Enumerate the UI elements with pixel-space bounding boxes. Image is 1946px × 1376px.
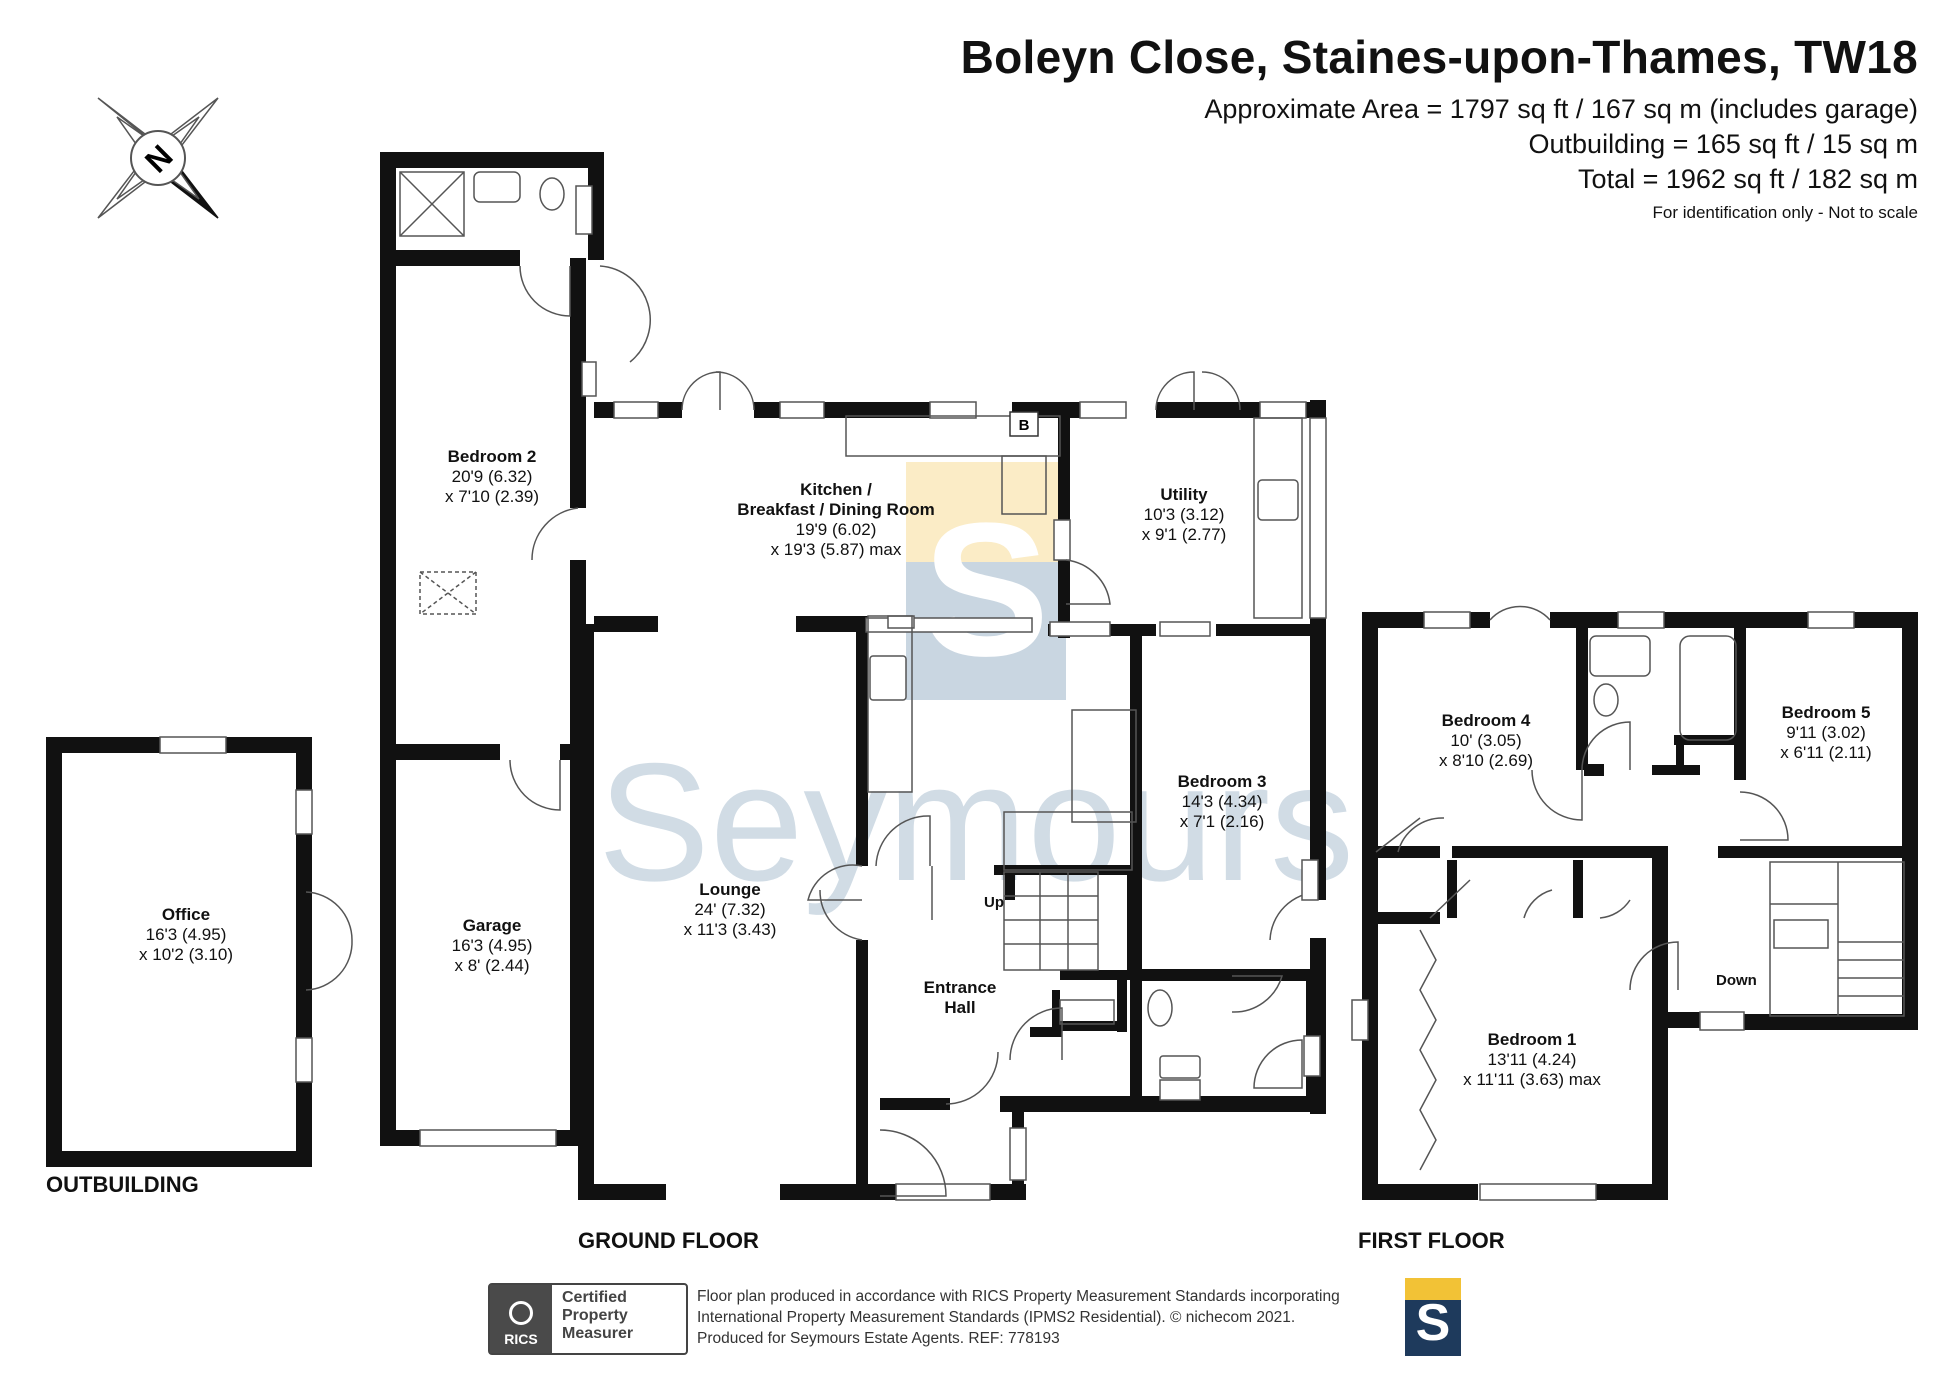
rics-logo-text: RICS (504, 1331, 538, 1347)
fixtures (159, 171, 1905, 1201)
room-name: Garage (462, 916, 522, 935)
room-lounge: Lounge 24' (7.32) x 11'3 (3.43) (684, 880, 777, 940)
total-area: Total = 1962 sq ft / 182 sq m (1578, 164, 1918, 194)
watermark-text: Seymours (598, 728, 1354, 916)
room-dim: 14'3 (4.34) (1181, 792, 1263, 811)
room-dim: x 8' (2.44) (454, 956, 530, 975)
room-name: Hall (944, 998, 976, 1017)
room-utility: Utility 10'3 (3.12) x 9'1 (2.77) (1142, 485, 1227, 545)
rics-badge: RICS Certified Property Measurer (488, 1283, 688, 1355)
outbuilding-area: Outbuilding = 165 sq ft / 15 sq m (1528, 129, 1918, 159)
room-dim: 9'11 (3.02) (1786, 723, 1866, 742)
room-dim: 19'9 (6.02) (795, 520, 877, 539)
footer-line: International Property Measurement Stand… (697, 1309, 1296, 1326)
room-bedroom-3: Bedroom 3 14'3 (4.34) x 7'1 (2.16) (1178, 772, 1267, 832)
room-dim: x 9'1 (2.77) (1141, 525, 1227, 544)
footer-text: Floor plan produced in accordance with R… (697, 1286, 1340, 1349)
room-name: Office (161, 905, 211, 924)
footer-line: Floor plan produced in accordance with R… (697, 1288, 1340, 1305)
rics-line: Measurer (562, 1325, 634, 1342)
walls (46, 152, 1918, 1200)
ground-floor-label: GROUND FLOOR (578, 1228, 759, 1253)
outbuilding-label: OUTBUILDING (46, 1172, 199, 1197)
room-name: Entrance (923, 978, 997, 997)
room-dim: 10'3 (3.12) (1143, 505, 1225, 524)
room-garage: Garage 16'3 (4.95) x 8' (2.44) (452, 916, 533, 976)
room-dim: x 7'10 (2.39) (445, 487, 539, 506)
page-title: Boleyn Close, Staines-upon-Thames, TW18 (960, 31, 1918, 83)
watermark-letter: S (923, 484, 1050, 696)
logo-letter: S (1416, 1294, 1451, 1352)
room-name: Bedroom 2 (447, 447, 537, 466)
compass-north-icon: N (97, 97, 219, 219)
rics-line: Property (562, 1307, 628, 1324)
room-dim: 16'3 (4.95) (145, 925, 227, 944)
room-dim: 20'9 (6.32) (451, 467, 533, 486)
room-bedroom-1: Bedroom 1 13'11 (4.24) x 11'11 (3.63) ma… (1463, 1030, 1601, 1090)
stairs-down-label: Down (1716, 972, 1757, 989)
rics-logo: RICS (490, 1285, 552, 1353)
room-kitchen: Kitchen / Breakfast / Dining Room 19'9 (… (737, 480, 934, 560)
room-name: Bedroom 3 (1177, 772, 1267, 791)
seymours-watermark: S Seymours (598, 462, 1354, 916)
boiler-label: B (1019, 417, 1030, 434)
room-dim: x 11'3 (3.43) (683, 920, 777, 939)
room-name: Lounge (699, 880, 761, 899)
room-name: Bedroom 4 (1441, 711, 1531, 730)
room-bedroom-4: Bedroom 4 10' (3.05) x 8'10 (2.69) (1439, 711, 1533, 771)
room-dim: x 7'1 (2.16) (1179, 812, 1265, 831)
room-dim: 24' (7.32) (694, 900, 766, 919)
room-name: Bedroom 5 (1781, 703, 1871, 722)
room-dim: x 19'3 (5.87) max (770, 540, 902, 559)
room-bedroom-2: Bedroom 2 20'9 (6.32) x 7'10 (2.39) (445, 447, 539, 507)
room-dim: x 10'2 (3.10) (139, 945, 233, 964)
room-dim: 10' (3.05) (1450, 731, 1522, 750)
room-dim: x 8'10 (2.69) (1439, 751, 1533, 770)
seymours-logo: S (1405, 1278, 1461, 1356)
approx-area: Approximate Area = 1797 sq ft / 167 sq m… (1204, 94, 1918, 124)
disclaimer: For identification only - Not to scale (1652, 203, 1918, 222)
room-name: Kitchen / (800, 480, 872, 499)
rics-text: Certified Property Measurer (552, 1285, 643, 1353)
room-name: Breakfast / Dining Room (737, 500, 935, 519)
first-floor-label: FIRST FLOOR (1358, 1228, 1505, 1253)
rics-emblem-icon (509, 1301, 533, 1325)
room-name: Utility (1160, 485, 1208, 504)
room-name: Bedroom 1 (1487, 1030, 1577, 1049)
room-bedroom-5: Bedroom 5 9'11 (3.02) x 6'11 (2.11) (1780, 703, 1871, 763)
room-dim: x 11'11 (3.63) max (1463, 1070, 1601, 1089)
room-dim: 16'3 (4.95) (451, 936, 533, 955)
rics-line: Certified (562, 1289, 627, 1306)
room-office: Office 16'3 (4.95) x 10'2 (3.10) (139, 905, 233, 965)
room-dim: x 6'11 (2.11) (1780, 743, 1872, 762)
footer-line: Produced for Seymours Estate Agents. REF… (697, 1330, 1060, 1347)
room-entrance-hall: Entrance Hall (924, 978, 997, 1018)
stairs-up-label: Up (984, 894, 1004, 911)
room-dim: 13'11 (4.24) (1487, 1050, 1577, 1069)
